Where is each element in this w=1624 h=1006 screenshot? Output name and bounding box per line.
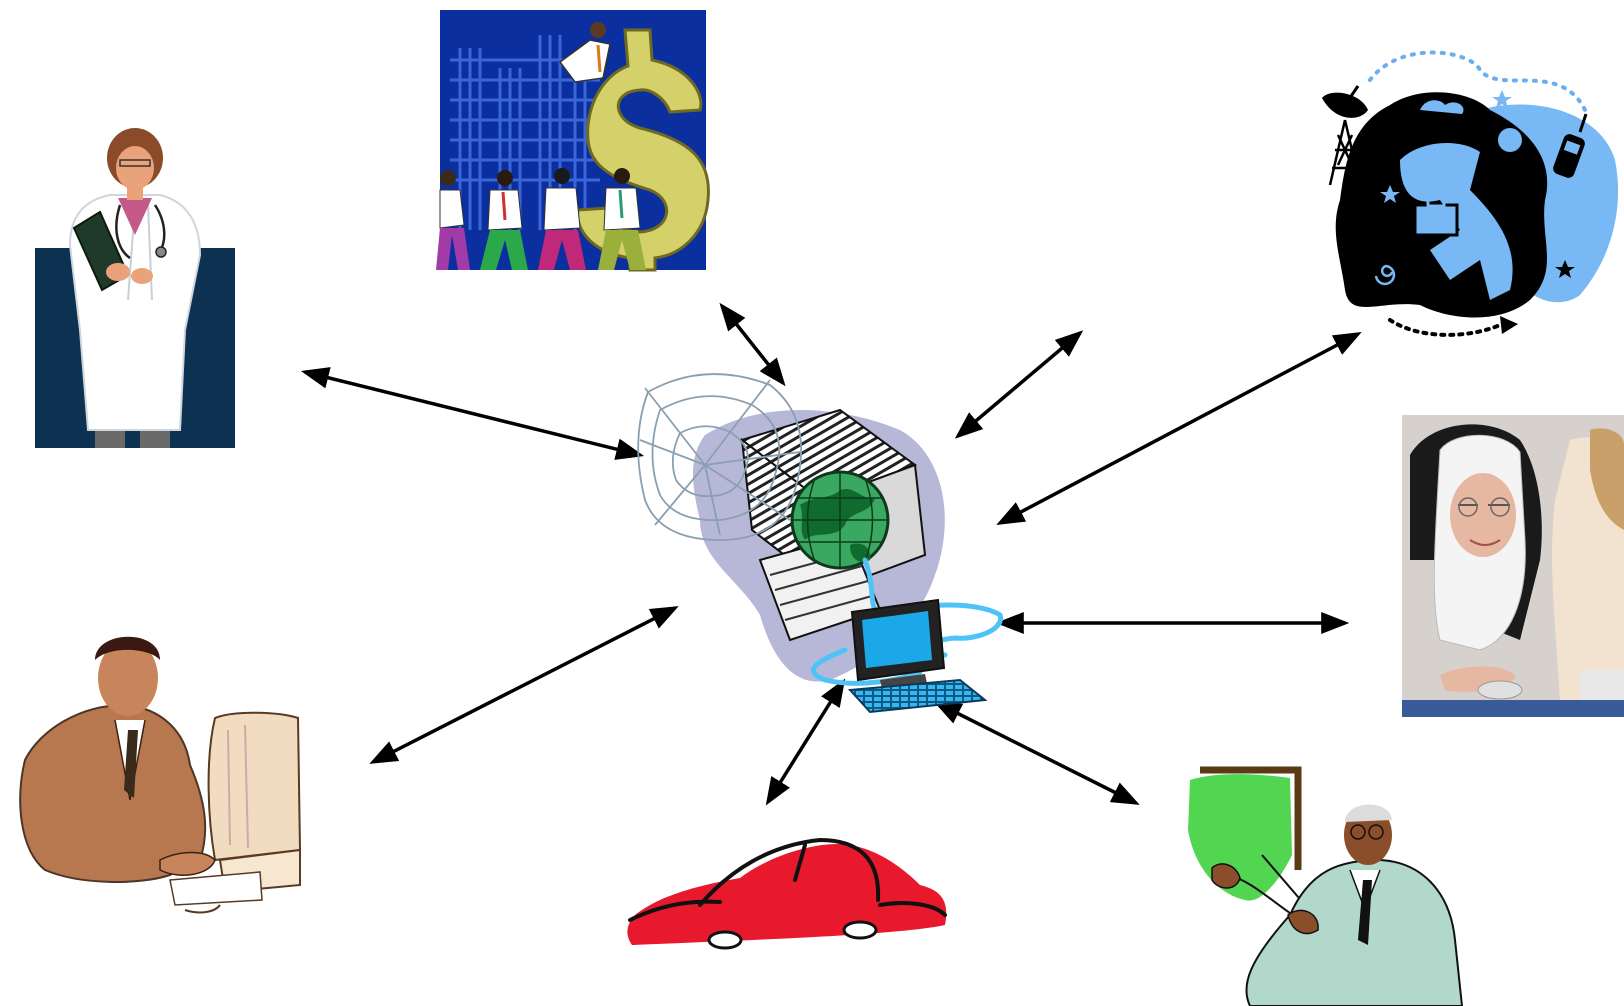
cloud-icon — [1420, 100, 1464, 114]
business-node — [436, 10, 710, 272]
arrow-hub-office-worker — [369, 606, 679, 764]
signal-dotted-arc — [1368, 50, 1587, 112]
monitor-icon — [850, 598, 946, 693]
arrow-hub-car — [765, 678, 846, 806]
office-keyboard — [169, 871, 263, 906]
connector-arrows — [300, 302, 1362, 806]
walking-business-people — [436, 168, 646, 270]
keyboard-icon — [847, 678, 988, 714]
pointer-stick — [1261, 854, 1306, 906]
spider-web — [637, 373, 803, 541]
computer-mouse — [1477, 680, 1523, 700]
office-monitor — [207, 711, 302, 862]
office-worker-face — [98, 640, 158, 716]
teacher-node — [1188, 766, 1464, 1006]
arrow-hub-teacher — [933, 701, 1140, 805]
arrow-hub-doctor — [300, 367, 645, 460]
spiral-icon — [1374, 264, 1396, 286]
globe-icon — [790, 470, 890, 570]
internet-computer-hub — [637, 373, 1003, 714]
teacher-jacket — [1245, 858, 1464, 1006]
star-icons — [1380, 90, 1512, 203]
satellite-dish-icon — [1322, 85, 1368, 186]
arrow-hub-upper-right — [954, 330, 1084, 439]
arrow-hub-business — [719, 302, 786, 387]
board-frame — [1200, 766, 1302, 870]
car-node — [627, 837, 947, 950]
dotted-path-arrow — [1388, 318, 1502, 337]
elderly-user-node — [1402, 415, 1624, 717]
communication-node — [1322, 50, 1619, 337]
green-board — [1188, 774, 1292, 901]
doctor-node — [35, 128, 235, 448]
briefcase-icon — [1413, 195, 1459, 237]
arrow-hub-communication — [996, 332, 1362, 525]
man-on-dollar — [558, 22, 611, 83]
nun-face — [1450, 473, 1516, 557]
car-outline — [628, 837, 947, 922]
car-wheels — [707, 920, 878, 950]
car-body — [627, 844, 947, 945]
office-worker-node — [19, 636, 302, 914]
mobile-phone-icon — [1553, 113, 1588, 178]
